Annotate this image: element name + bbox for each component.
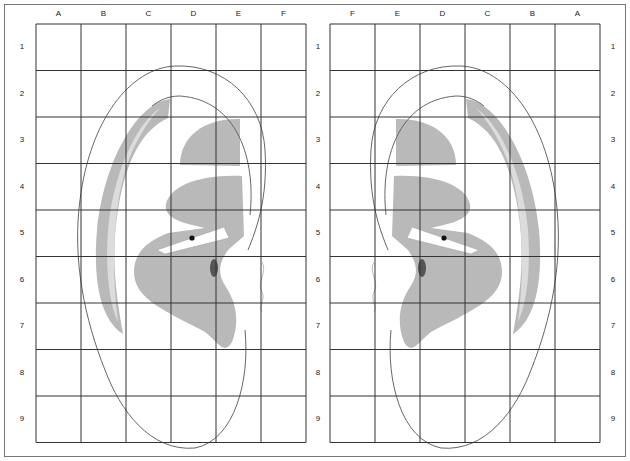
grid-line (36, 24, 37, 443)
column-letter: A (56, 10, 61, 18)
grid-line (36, 303, 306, 304)
grid-line (330, 70, 600, 71)
grid-line (261, 24, 262, 443)
grid-line (330, 24, 600, 25)
concha (392, 176, 502, 348)
grid-line (306, 24, 307, 443)
row-number: 9 (611, 415, 615, 423)
row-number: 4 (316, 183, 320, 191)
ear-outline (78, 66, 266, 448)
column-letter: B (530, 10, 535, 18)
row-number: 4 (611, 183, 615, 191)
grid-line (510, 24, 511, 443)
grid-line (330, 396, 600, 397)
row-number: 2 (316, 90, 320, 98)
row-number: 9 (316, 415, 320, 423)
ear-outline (371, 66, 559, 448)
row-number: 3 (611, 136, 615, 144)
row-number: 6 (316, 276, 320, 284)
row-number: 8 (316, 369, 320, 377)
grid (330, 24, 600, 443)
grid-line (330, 117, 600, 118)
row-number: 5 (611, 229, 615, 237)
grid-line (36, 349, 306, 350)
point-dot (189, 235, 194, 240)
grid-line (555, 24, 556, 443)
column-letter: C (146, 10, 152, 18)
grid-line (216, 24, 217, 443)
column-letter: F (350, 10, 355, 18)
helix-inner-line (385, 96, 484, 215)
grid-line (330, 163, 600, 164)
grid-line (420, 24, 421, 443)
grid-line (36, 256, 306, 257)
grid-line (600, 24, 601, 443)
row-number: 5 (316, 229, 320, 237)
column-letter: E (236, 10, 241, 18)
row-number: 4 (20, 183, 24, 191)
ear-shape (371, 66, 559, 448)
grid-line (36, 70, 306, 71)
triangular-fossa (180, 119, 240, 166)
grid-line (36, 210, 306, 211)
triangular-fossa (396, 119, 456, 166)
row-number: 6 (611, 276, 615, 284)
grid-line (375, 24, 376, 443)
canal-slit (407, 227, 479, 254)
canal-slit (157, 227, 229, 254)
row-number: 1 (611, 43, 615, 51)
grid-line (330, 256, 600, 257)
column-letter: E (395, 10, 400, 18)
row-number: 5 (20, 229, 24, 237)
row-number: 2 (611, 90, 615, 98)
grid-line (36, 163, 306, 164)
row-number: 6 (20, 276, 24, 284)
row-number: 8 (611, 369, 615, 377)
grid-line (330, 349, 600, 350)
grid (36, 24, 306, 443)
column-letter: F (281, 10, 286, 18)
tragus-shadow (210, 259, 218, 277)
grid-line (465, 24, 466, 443)
grid-line (171, 24, 172, 443)
row-number: 7 (611, 322, 615, 330)
column-letter: A (575, 10, 580, 18)
row-number: 9 (20, 415, 24, 423)
grid-line (36, 24, 306, 25)
row-number: 8 (20, 369, 24, 377)
column-letter: B (101, 10, 106, 18)
grid-line (330, 210, 600, 211)
ear-panel (36, 24, 306, 448)
row-number: 1 (20, 43, 24, 51)
concha (134, 176, 244, 348)
frame (5, 5, 626, 457)
grid-line (36, 396, 306, 397)
row-number: 1 (316, 43, 320, 51)
grid-line (126, 24, 127, 443)
grid-line (330, 303, 600, 304)
ear-panel-mirrored (330, 24, 600, 448)
column-letter: D (440, 10, 446, 18)
row-number: 3 (20, 136, 24, 144)
grid-line (330, 24, 331, 443)
column-letter: D (191, 10, 197, 18)
tragus-shadow (418, 259, 426, 277)
grid-line (36, 117, 306, 118)
ear-shape (78, 66, 266, 448)
grid-line (81, 24, 82, 443)
row-number: 2 (20, 90, 24, 98)
row-number: 7 (316, 322, 320, 330)
row-number: 7 (20, 322, 24, 330)
helix-inner-line (152, 96, 251, 215)
grid-line (36, 442, 306, 443)
column-letter: C (485, 10, 491, 18)
grid-line (330, 442, 600, 443)
point-dot (441, 235, 446, 240)
row-number: 3 (316, 136, 320, 144)
